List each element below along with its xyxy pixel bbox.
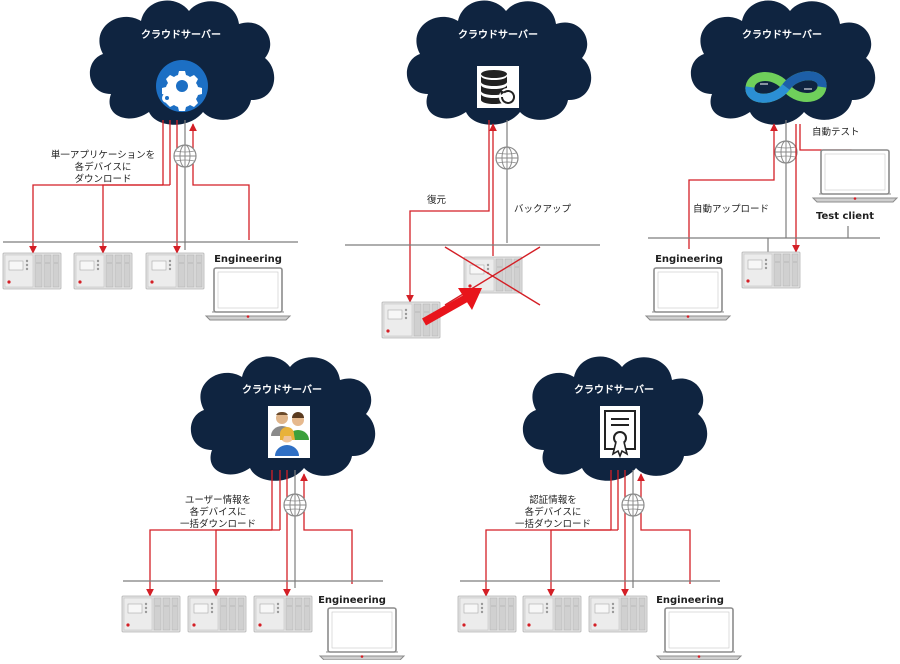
globe-icon	[173, 144, 197, 168]
svg-text:ダウンロード: ダウンロード	[74, 173, 131, 185]
cloud-server	[690, 0, 876, 125]
globe-icon	[283, 493, 307, 517]
download-lines	[29, 120, 250, 254]
svg-text:各デバイスに: 各デバイスに	[75, 161, 132, 173]
globe-icon	[495, 146, 519, 170]
panel-backup-restore: クラウドサーバー 復元	[345, 0, 600, 339]
globe-icon	[774, 140, 798, 164]
svg-text:各デバイスに: 各デバイスに	[190, 506, 247, 518]
engineering-label: Engineering	[318, 595, 386, 606]
devops-infinity-icon	[745, 71, 827, 103]
svg-text:一括ダウンロード: 一括ダウンロード	[515, 518, 591, 530]
svg-text:認証情報を: 認証情報を	[529, 494, 577, 506]
controller-device	[522, 595, 582, 633]
controller-device	[2, 252, 62, 290]
cloud-title: クラウドサーバー	[242, 384, 322, 396]
engineering-laptop	[656, 607, 742, 661]
engineering-label: Engineering	[655, 254, 723, 265]
svg-text:ユーザー情報を: ユーザー情報を	[185, 494, 251, 506]
database-restore-icon	[477, 66, 519, 108]
download-lines	[146, 470, 353, 597]
download-label: 単一アプリケーションを 各デバイスに ダウンロード	[51, 149, 155, 185]
download-lines	[482, 470, 691, 597]
download-label: 認証情報を 各デバイスに 一括ダウンロード	[515, 494, 591, 530]
certificate-icon	[600, 406, 640, 459]
cloud-title: クラウドサーバー	[141, 29, 221, 41]
auto-upload-label: 自動アップロード	[693, 203, 769, 215]
svg-text:一括ダウンロード: 一括ダウンロード	[180, 518, 256, 530]
engineering-label: Engineering	[656, 595, 724, 606]
svg-text:単一アプリケーションを: 単一アプリケーションを	[51, 149, 155, 161]
failed-device-cross	[444, 246, 541, 306]
backup-label: バックアップ	[514, 204, 572, 215]
replace-arrow	[422, 288, 482, 326]
engineering-laptop	[645, 267, 731, 321]
controller-device	[741, 251, 801, 289]
panel-credentials: クラウドサーバー Engineering 認証情報を 各	[457, 356, 742, 661]
panel-app-download: クラウドサーバー Engineering	[2, 0, 298, 321]
controller-device	[588, 595, 648, 633]
svg-text:各デバイスに: 各デバイスに	[525, 506, 582, 518]
controller-device	[253, 595, 313, 633]
panel-user-info: クラウドサーバー Engineer	[121, 356, 405, 661]
download-label: ユーザー情報を 各デバイスに 一括ダウンロード	[180, 494, 256, 530]
test-client-laptop	[812, 149, 898, 203]
cloud-title: クラウドサーバー	[742, 29, 822, 41]
controller-device	[73, 252, 133, 290]
engineering-laptop	[319, 607, 405, 661]
gear-icon	[156, 60, 208, 112]
controller-device	[457, 595, 517, 633]
engineering-label: Engineering	[214, 254, 282, 265]
restore-label: 復元	[427, 194, 447, 206]
auto-test-label: 自動テスト	[812, 126, 860, 138]
controller-device	[145, 252, 205, 290]
backup-restore-lines	[406, 120, 497, 303]
globe-icon	[621, 493, 645, 517]
cloud-title: クラウドサーバー	[574, 384, 654, 396]
controller-device	[121, 595, 181, 633]
engineering-laptop	[205, 267, 291, 321]
test-client-label: Test client	[816, 211, 874, 222]
controller-device	[187, 595, 247, 633]
users-icon	[268, 406, 310, 458]
cloud-title: クラウドサーバー	[458, 29, 538, 41]
panel-auto-test: クラウドサーバー 自動テスト 自動アップロード Engineering Test…	[645, 0, 898, 321]
